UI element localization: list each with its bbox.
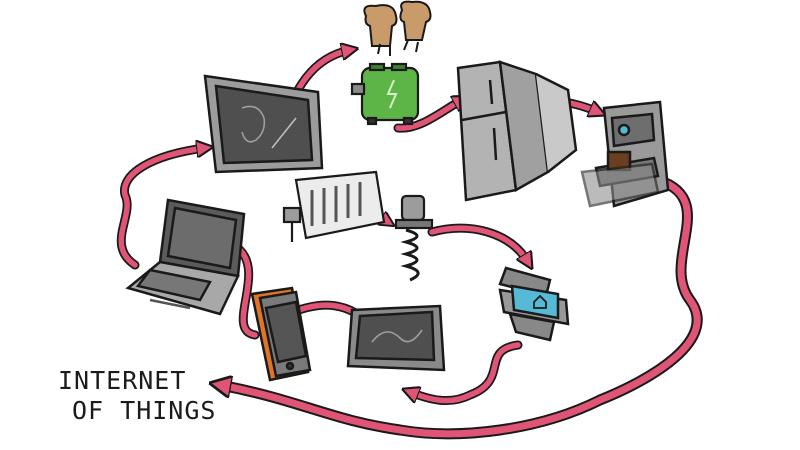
tv-icon	[203, 74, 324, 174]
smartphone-icon	[250, 286, 312, 382]
toaster-icon	[350, 62, 420, 126]
radiator-icon	[282, 170, 386, 242]
refrigerator-icon	[456, 60, 578, 202]
light-bulb-icon	[394, 194, 434, 282]
caption-line-2: OF THINGS	[72, 396, 217, 425]
laptop-icon	[125, 198, 246, 316]
toast-icon	[363, 0, 432, 56]
iot-caption: INTERNET OF THINGS	[58, 366, 238, 426]
caption-line-1: INTERNET	[58, 366, 187, 395]
coffee-maker-icon	[580, 100, 670, 208]
tablet-icon	[346, 304, 446, 372]
smartwatch-icon	[498, 266, 570, 342]
